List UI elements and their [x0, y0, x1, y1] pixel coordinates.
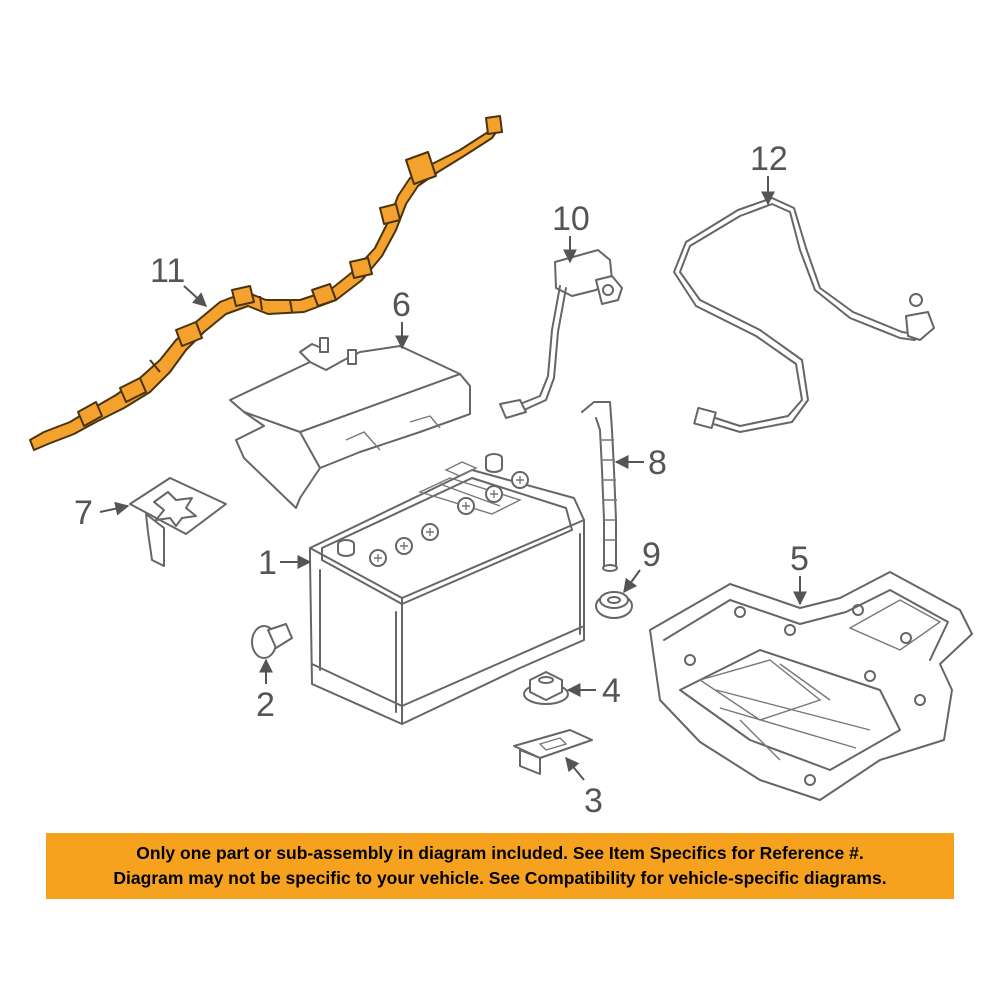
part-8-vent-hose[interactable] — [581, 401, 618, 572]
disclaimer-line-2: Diagram may not be specific to your vehi… — [113, 868, 887, 888]
leader-lines — [99, 176, 807, 781]
part-10-battery-cable[interactable] — [499, 249, 623, 419]
part-7-bracket[interactable] — [129, 477, 227, 567]
part-1-battery[interactable] — [309, 453, 585, 725]
callout-1: 1 — [258, 544, 277, 582]
callout-9: 9 — [642, 536, 661, 574]
callout-12: 12 — [750, 140, 788, 178]
part-5-battery-tray[interactable] — [649, 571, 973, 801]
part-11-cable-harness[interactable] — [29, 115, 503, 451]
part-6-battery-cover[interactable] — [229, 337, 471, 509]
callout-2: 2 — [256, 686, 275, 724]
part-4-nut[interactable] — [523, 671, 569, 705]
callout-6: 6 — [392, 286, 411, 324]
callout-5: 5 — [790, 540, 809, 578]
callout-numbers: 11 6 10 12 8 7 1 9 5 4 2 3 — [74, 140, 809, 820]
callout-8: 8 — [648, 444, 667, 482]
callout-4: 4 — [602, 672, 621, 710]
callout-10: 10 — [552, 200, 590, 238]
callout-11: 11 — [150, 252, 185, 290]
part-3-clamp[interactable] — [513, 729, 593, 775]
callout-7: 7 — [74, 494, 93, 532]
part-2-push-pin[interactable] — [251, 623, 293, 659]
callout-3: 3 — [584, 782, 603, 820]
part-9-grommet[interactable] — [595, 591, 633, 619]
disclaimer-line-1: Only one part or sub-assembly in diagram… — [136, 843, 864, 863]
part-12-sensor-cable[interactable] — [673, 197, 935, 433]
disclaimer-banner: Only one part or sub-assembly in diagram… — [46, 833, 954, 899]
